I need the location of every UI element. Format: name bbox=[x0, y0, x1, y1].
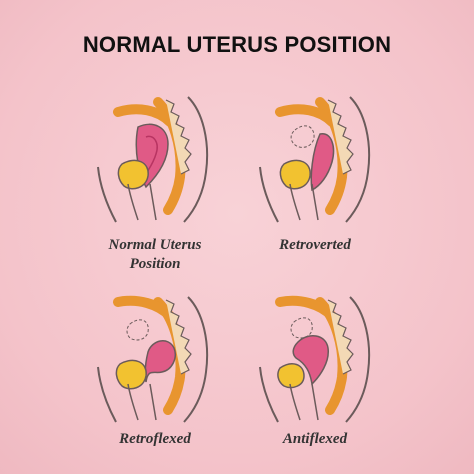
pelvis-illustration-normal bbox=[97, 96, 209, 223]
pelvis-illustration-retroflexed bbox=[97, 295, 209, 423]
panel-antiflexed bbox=[250, 292, 400, 427]
caption-retroflexed-line1: Retroflexed bbox=[119, 431, 191, 447]
caption-antiflexed-line1: Antiflexed bbox=[282, 431, 348, 447]
caption-retroverted: Retroverted bbox=[230, 236, 400, 255]
panel-retroflexed bbox=[88, 292, 238, 427]
pelvis-illustration-retroverted bbox=[259, 96, 371, 223]
pelvis-illustration-antiflexed bbox=[259, 295, 371, 423]
caption-retroverted-line1: Retroverted bbox=[279, 237, 351, 253]
panel-retroverted bbox=[250, 92, 400, 227]
caption-normal: Normal Uterus Position bbox=[70, 236, 240, 274]
caption-normal-line2: Position bbox=[129, 256, 181, 272]
caption-retroflexed: Retroflexed bbox=[70, 430, 240, 449]
panel-normal bbox=[88, 92, 238, 227]
caption-normal-line1: Normal Uterus bbox=[108, 237, 202, 253]
page-title: NORMAL UTERUS POSITION bbox=[82, 32, 392, 57]
caption-antiflexed: Antiflexed bbox=[230, 430, 400, 449]
